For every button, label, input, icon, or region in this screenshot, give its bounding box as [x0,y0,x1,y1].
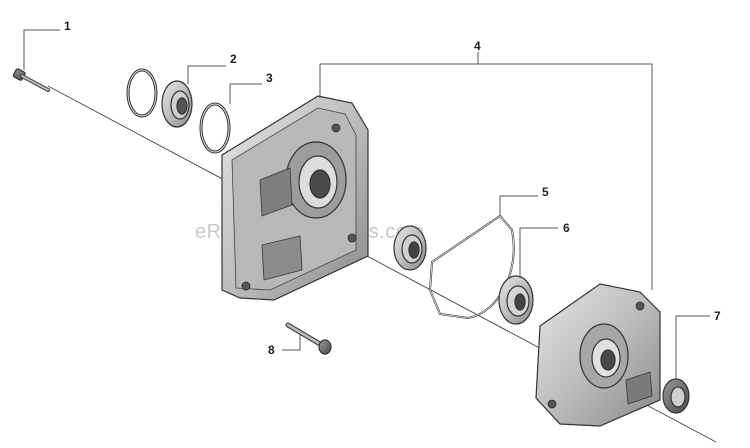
part-8-bolt [285,322,332,355]
part-4-crankcase-cover [535,283,661,427]
leader-line-1 [23,29,60,70]
callout-1: 1 [64,19,71,33]
part-7-seal [662,378,690,414]
callout-4: 4 [474,39,481,53]
callout-5: 5 [542,185,549,199]
part-bearing-center [393,225,427,271]
part-2-circlip [126,68,158,118]
callout-7: 7 [714,309,721,323]
callout-2: 2 [230,52,237,66]
leader-line-3 [229,83,262,104]
callout-6: 6 [563,221,570,235]
part-6-bearing [498,275,534,325]
leader-line-6 [519,227,558,278]
part-3-snap-ring [199,102,231,154]
leader-line-7 [675,315,710,380]
callout-3: 3 [266,71,273,85]
callout-8: 8 [268,343,275,357]
leader-line-8 [282,334,301,351]
part-4-crankcase-half [221,95,369,301]
leader-line-4 [320,63,653,290]
leader-line-5 [499,195,538,216]
part-2-bearing [161,80,193,128]
part-1-bolt [12,68,50,92]
leader-line-2 [187,65,226,84]
